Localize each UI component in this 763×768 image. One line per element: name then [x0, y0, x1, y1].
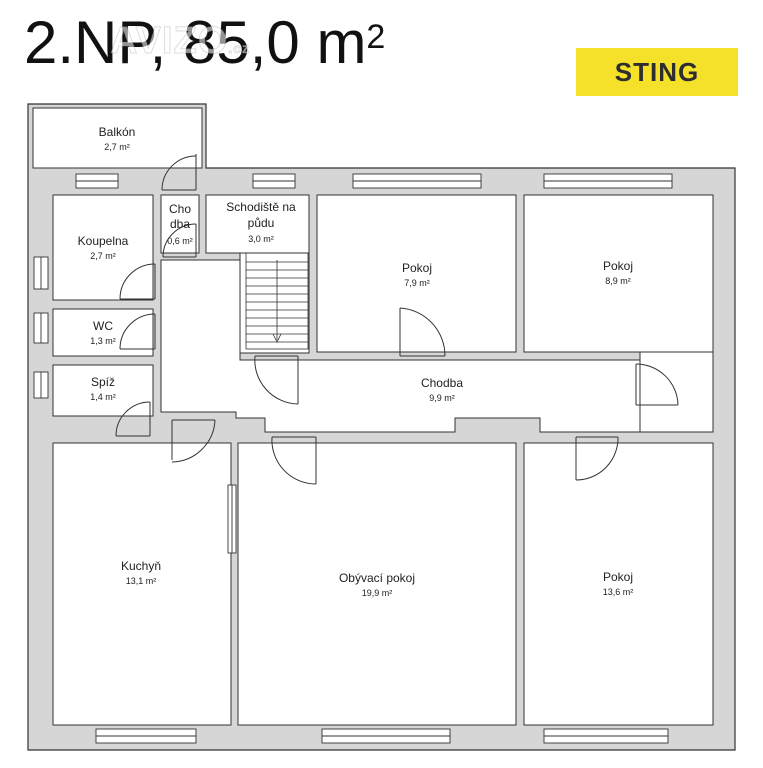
label-pokoj-1: Pokoj [402, 261, 432, 275]
label-chodba-small-1: Cho [169, 202, 191, 216]
room-spiz [52, 364, 154, 417]
label-schodiste-2: půdu [248, 216, 275, 230]
room-chodba-small [160, 194, 200, 254]
label-pokoj-2: Pokoj [603, 259, 633, 273]
door-kuchyn [171, 419, 216, 463]
window [95, 728, 197, 744]
room-wc [52, 308, 154, 357]
window [227, 484, 237, 554]
window [543, 728, 669, 744]
label-pokoj-3: Pokoj [603, 570, 633, 584]
sting-logo-text: STING [614, 56, 700, 87]
label-schodiste-1: Schodiště na [226, 200, 296, 214]
watermark-logo: AVIZO.cz [109, 20, 250, 63]
label-obyvaci: Obývací pokoj [339, 571, 415, 585]
label-spiz: Spíž [91, 375, 115, 389]
area-spiz: 1,4 m² [90, 392, 116, 402]
label-koupelna: Koupelna [78, 234, 129, 248]
label-balkon: Balkón [99, 125, 136, 139]
label-wc: WC [93, 319, 113, 333]
room-kuchyn [52, 442, 232, 726]
area-pokoj-2: 8,9 m² [605, 276, 631, 286]
door-pokoj-1 [399, 307, 446, 357]
door-stair [254, 355, 299, 405]
floor-title: 2.NP, 85,0 m2 [24, 8, 385, 78]
room-pokoj-3 [523, 442, 714, 726]
window [352, 173, 482, 189]
area-schodiste: 3,0 m² [248, 234, 274, 244]
door-wc [119, 313, 156, 350]
window [252, 173, 296, 189]
room-stair-block [239, 252, 310, 354]
door-koupelna [119, 263, 156, 300]
room-pokoj-1 [316, 194, 517, 353]
window [33, 371, 49, 399]
floor-title-superscript: 2 [366, 18, 386, 56]
door-chodba-small [162, 223, 197, 258]
room-koupelna [52, 194, 154, 301]
area-pokoj-1: 7,9 m² [404, 278, 430, 288]
staircase [245, 252, 309, 350]
window [75, 173, 119, 189]
rooms [32, 107, 714, 726]
window [33, 256, 49, 290]
label-kuchyn: Kuchyň [121, 559, 161, 573]
window [321, 728, 451, 744]
room-pokoj-2-ext [639, 351, 714, 433]
area-pokoj-3: 13,6 m² [603, 587, 634, 597]
windows [33, 173, 673, 744]
area-balkon: 2,7 m² [104, 142, 130, 152]
floor-title-text: 2.NP, 85,0 m [24, 9, 367, 76]
window [543, 173, 673, 189]
label-chodba: Chodba [421, 376, 463, 390]
watermark-suffix: .cz [228, 40, 250, 57]
area-wc: 1,3 m² [90, 336, 116, 346]
room-balkon [32, 107, 203, 169]
area-kuchyn: 13,1 m² [126, 576, 157, 586]
door-balkon [161, 154, 197, 191]
area-obyvaci: 19,9 m² [362, 588, 393, 598]
door-spiz [115, 401, 151, 437]
room-obyvaci [237, 442, 517, 726]
door-pokoj-3 [575, 436, 619, 481]
sting-logo: STING [576, 48, 738, 96]
area-chodba: 9,9 m² [429, 393, 455, 403]
room-schodiste [205, 194, 310, 254]
room-labels: Balkón 2,7 m² Koupelna 2,7 m² Cho dba 0,… [78, 125, 634, 598]
area-chodba-small: 0,6 m² [167, 236, 193, 246]
watermark-text: AVIZO [109, 20, 229, 63]
window [33, 312, 49, 344]
room-chodba [160, 259, 641, 433]
doors [115, 154, 679, 485]
door-pokoj-2 [635, 363, 679, 406]
door-obyvaci [271, 436, 317, 485]
label-chodba-small-2: dba [170, 217, 190, 231]
room-pokoj-2 [523, 194, 714, 353]
area-koupelna: 2,7 m² [90, 251, 116, 261]
